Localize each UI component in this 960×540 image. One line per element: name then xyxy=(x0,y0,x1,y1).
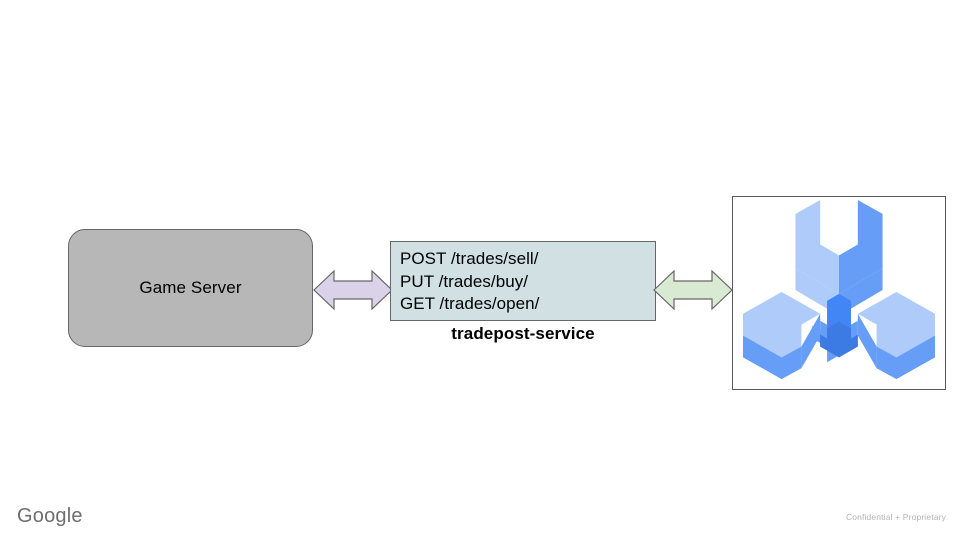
node-game-server[interactable]: Game Server xyxy=(68,229,313,347)
endpoint-line-1: POST /trades/sell/ xyxy=(400,249,539,268)
double-arrow-icon xyxy=(313,269,393,311)
endpoint-line-2: PUT /trades/buy/ xyxy=(400,271,529,291)
endpoint-line-3: GET /trades/open/ xyxy=(400,294,540,313)
node-game-server-label: Game Server xyxy=(139,277,242,297)
connector-game-server-to-service[interactable] xyxy=(313,267,393,313)
node-tradepost-service-caption: tradepost-service xyxy=(451,324,595,343)
double-arrow-icon xyxy=(653,269,733,311)
connector-service-to-build[interactable] xyxy=(653,267,733,313)
confidentiality-note: Confidential + Proprietary xyxy=(845,512,946,522)
node-tradepost-service[interactable]: POST /trades/sell/ PUT /trades/buy/ GET … xyxy=(390,241,656,321)
node-build-logo-panel[interactable] xyxy=(732,196,946,390)
google-cloud-build-wrench-logo-icon xyxy=(743,199,935,380)
google-wordmark: Google xyxy=(17,505,83,527)
